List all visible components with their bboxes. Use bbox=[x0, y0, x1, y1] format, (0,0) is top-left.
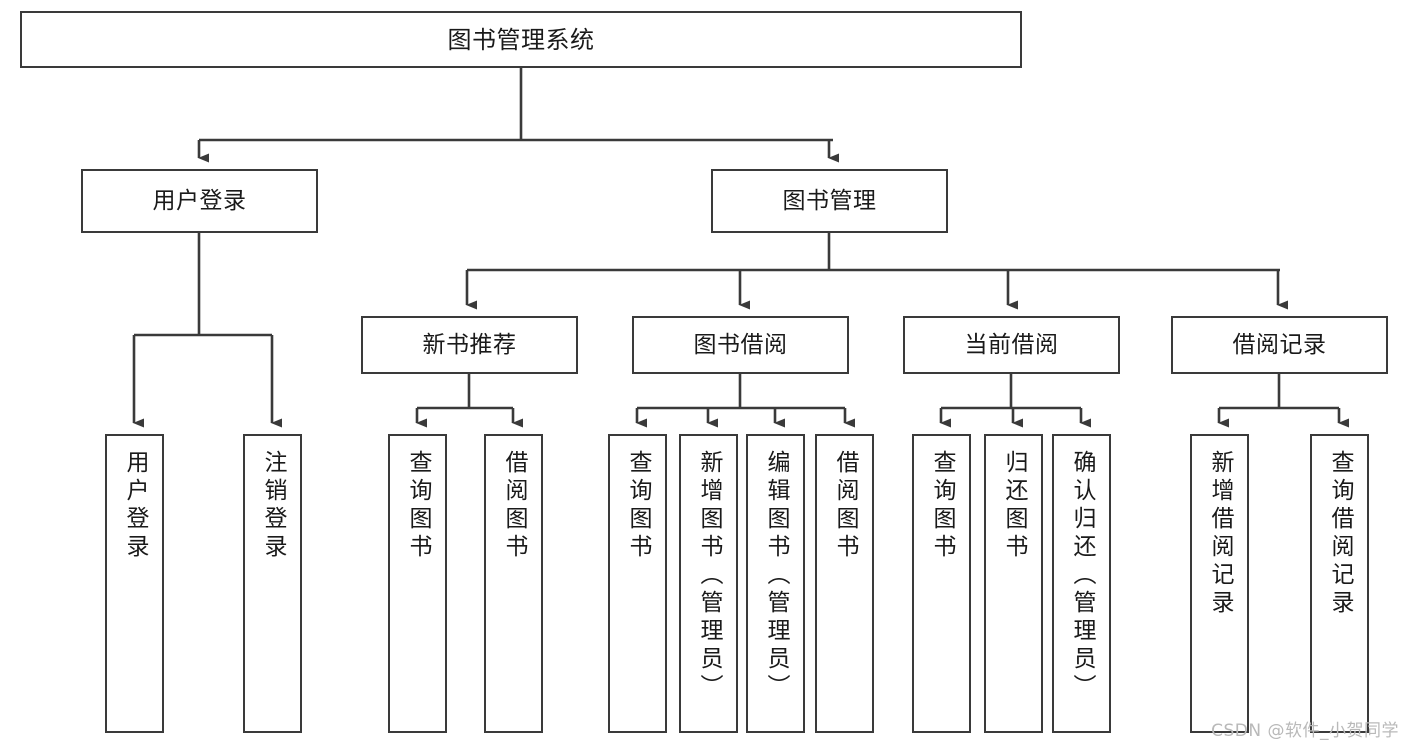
node-leaf-add-borrow-record[interactable]: 新增借阅记录 bbox=[1190, 434, 1249, 733]
node-leaf-rec-borrow-book-label: 借阅图书 bbox=[501, 450, 527, 562]
node-leaf-edit-book-admin[interactable]: 编辑图书（管理员） bbox=[746, 434, 805, 733]
edge-bookborrow-to-leaves bbox=[635, 374, 855, 428]
edge-userlogin-to-leaves bbox=[132, 233, 282, 428]
node-leaf-user-login-label: 用户登录 bbox=[122, 450, 148, 562]
node-leaf-confirm-return-admin[interactable]: 确认归还（管理员） bbox=[1052, 434, 1111, 733]
node-leaf-query-borrow-record[interactable]: 查询借阅记录 bbox=[1310, 434, 1369, 733]
node-book-manage-label: 图书管理 bbox=[782, 187, 877, 214]
node-current-borrow-label: 当前借阅 bbox=[964, 331, 1059, 358]
node-book-borrow[interactable]: 图书借阅 bbox=[632, 316, 849, 374]
node-leaf-add-borrow-record-label: 新增借阅记录 bbox=[1207, 450, 1233, 618]
edge-newbookrec-to-leaves bbox=[415, 374, 523, 428]
node-root-system[interactable]: 图书管理系统 bbox=[20, 11, 1022, 68]
node-borrow-record[interactable]: 借阅记录 bbox=[1171, 316, 1388, 374]
node-book-borrow-label: 图书借阅 bbox=[693, 331, 788, 358]
edge-root-to-level2 bbox=[197, 68, 839, 163]
node-new-book-rec-label: 新书推荐 bbox=[422, 331, 517, 358]
node-leaf-rec-borrow-book[interactable]: 借阅图书 bbox=[484, 434, 543, 733]
node-leaf-cur-query-book[interactable]: 查询图书 bbox=[912, 434, 971, 733]
node-user-login-label: 用户登录 bbox=[152, 187, 247, 214]
node-leaf-borrow-query-book[interactable]: 查询图书 bbox=[608, 434, 667, 733]
node-leaf-borrow-book[interactable]: 借阅图书 bbox=[815, 434, 874, 733]
edge-bookmanage-to-level3 bbox=[465, 233, 1288, 310]
node-leaf-add-book-admin[interactable]: 新增图书（管理员） bbox=[679, 434, 738, 733]
node-leaf-rec-query-book[interactable]: 查询图书 bbox=[388, 434, 447, 733]
node-leaf-borrow-query-book-label: 查询图书 bbox=[625, 450, 651, 562]
node-user-login[interactable]: 用户登录 bbox=[81, 169, 318, 233]
node-leaf-rec-query-book-label: 查询图书 bbox=[405, 450, 431, 562]
node-root-system-label: 图书管理系统 bbox=[447, 25, 595, 54]
node-leaf-edit-book-admin-label: 编辑图书（管理员） bbox=[763, 450, 789, 702]
node-leaf-add-book-admin-label: 新增图书（管理员） bbox=[696, 450, 722, 702]
edge-borrowrecord-to-leaves bbox=[1217, 374, 1349, 428]
node-current-borrow[interactable]: 当前借阅 bbox=[903, 316, 1120, 374]
node-borrow-record-label: 借阅记录 bbox=[1232, 331, 1327, 358]
node-leaf-return-book[interactable]: 归还图书 bbox=[984, 434, 1043, 733]
edge-currentborrow-to-leaves bbox=[939, 374, 1091, 428]
node-leaf-user-logout-label: 注销登录 bbox=[260, 450, 286, 562]
node-leaf-user-logout[interactable]: 注销登录 bbox=[243, 434, 302, 733]
node-leaf-user-login[interactable]: 用户登录 bbox=[105, 434, 164, 733]
node-leaf-confirm-return-admin-label: 确认归还（管理员） bbox=[1069, 450, 1095, 702]
node-leaf-query-borrow-record-label: 查询借阅记录 bbox=[1327, 450, 1353, 618]
node-leaf-return-book-label: 归还图书 bbox=[1001, 450, 1027, 562]
watermark-text: CSDN @软件_小贺同学 bbox=[1211, 721, 1399, 741]
node-new-book-rec[interactable]: 新书推荐 bbox=[361, 316, 578, 374]
node-book-manage[interactable]: 图书管理 bbox=[711, 169, 948, 233]
node-leaf-borrow-book-label: 借阅图书 bbox=[832, 450, 858, 562]
node-leaf-cur-query-book-label: 查询图书 bbox=[929, 450, 955, 562]
